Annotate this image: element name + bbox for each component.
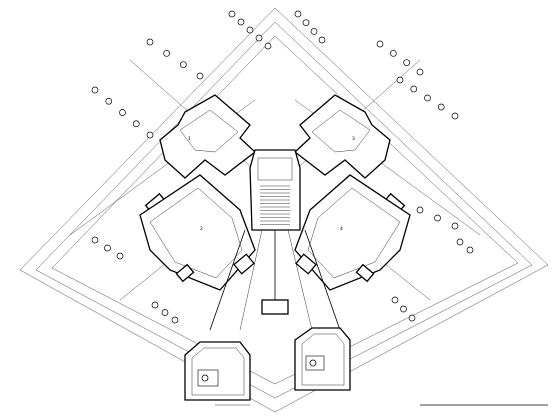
axis-bubble bbox=[146, 38, 154, 46]
stair-treads bbox=[260, 185, 290, 225]
axis-bubble bbox=[408, 314, 416, 322]
axis-bubble bbox=[151, 301, 159, 309]
stair-annex-right bbox=[294, 327, 351, 391]
axis-bubble bbox=[116, 252, 124, 260]
axis-bubble bbox=[196, 72, 204, 80]
room-tag: 1 bbox=[188, 136, 191, 142]
axis-bubble bbox=[400, 305, 407, 313]
axis-bubble bbox=[146, 131, 154, 139]
axis-bubble bbox=[466, 246, 474, 254]
axis-bubble bbox=[403, 59, 411, 67]
stair-annex-left bbox=[184, 341, 251, 406]
axis-bubble bbox=[302, 19, 310, 27]
axis-bubble bbox=[391, 296, 399, 304]
axis-bubble bbox=[161, 309, 169, 316]
axis-bubble bbox=[376, 40, 384, 48]
axis-bubble bbox=[179, 61, 187, 69]
axis-bubble bbox=[424, 94, 431, 102]
axis-bubble bbox=[163, 49, 171, 57]
axis-bubble bbox=[132, 120, 140, 128]
axis-bubble bbox=[410, 85, 418, 93]
axis-bubble bbox=[294, 10, 302, 18]
axis-bubble bbox=[228, 10, 236, 18]
axis-bubble bbox=[456, 238, 464, 246]
room-tag: 4 bbox=[340, 226, 343, 232]
axis-bubble bbox=[91, 236, 99, 244]
room-tag: 2 bbox=[200, 226, 203, 232]
axis-bubble bbox=[91, 86, 99, 94]
axis-bubble bbox=[264, 42, 272, 50]
room-tag: 3 bbox=[352, 136, 355, 142]
central-core bbox=[209, 149, 341, 331]
axis-bubble bbox=[310, 27, 318, 35]
axis-bubble bbox=[237, 18, 245, 26]
axis-bubble bbox=[396, 76, 404, 84]
axis-bubble bbox=[416, 68, 424, 76]
axis-bubble bbox=[389, 49, 397, 57]
left-wing-unit: 1 2 bbox=[139, 94, 257, 291]
axis-bubble bbox=[416, 206, 424, 214]
axis-bubble bbox=[119, 109, 126, 116]
axis-bubbles bbox=[91, 10, 474, 324]
axis-bubble bbox=[437, 103, 445, 111]
axis-bubble bbox=[255, 34, 263, 42]
axis-bubble bbox=[451, 112, 459, 120]
axis-bubble bbox=[105, 97, 113, 105]
axis-bubble bbox=[434, 214, 441, 222]
axis-bubble bbox=[451, 222, 459, 230]
axis-bubble bbox=[171, 316, 179, 324]
right-wing-unit: 3 4 bbox=[293, 94, 411, 291]
axis-bubble bbox=[318, 36, 326, 44]
axis-bubble bbox=[246, 26, 254, 34]
axis-bubble bbox=[104, 244, 111, 252]
